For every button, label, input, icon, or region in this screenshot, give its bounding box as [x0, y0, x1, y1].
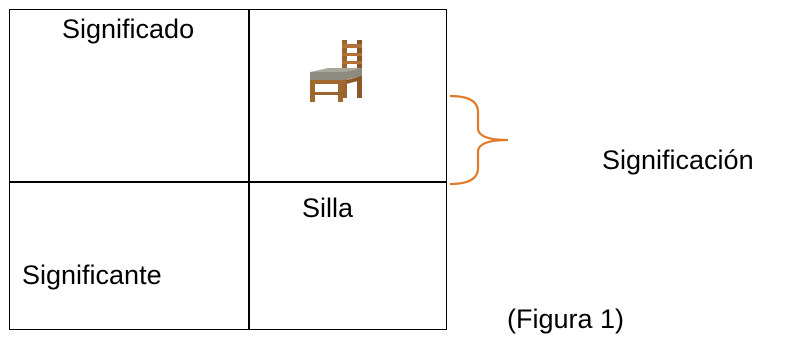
significante-label: Significante — [22, 260, 162, 290]
significado-label: Significado — [62, 14, 195, 44]
significacion-label: Significación — [602, 145, 754, 175]
right-brace-icon — [449, 94, 509, 186]
figure-caption: (Figura 1) — [507, 304, 625, 334]
chair-icon — [310, 40, 362, 102]
cell-significante: Significante — [9, 181, 250, 330]
cell-significado: Significado — [9, 9, 250, 183]
cell-silla: Silla — [248, 181, 447, 330]
semiotic-table: Significado Significante Silla — [9, 9, 447, 330]
silla-label: Silla — [302, 193, 354, 223]
cell-image — [248, 9, 447, 183]
